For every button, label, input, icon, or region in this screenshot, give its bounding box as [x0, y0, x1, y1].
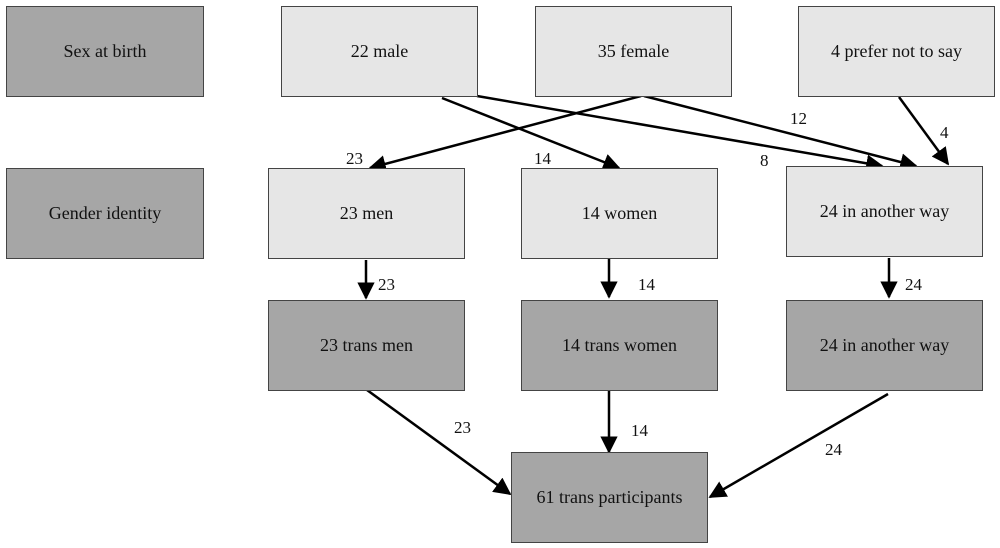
- box-female: 35 female: [535, 6, 732, 97]
- arrow-male-to-women: [441, 96, 621, 171]
- label-women-to-trans-women: 14: [638, 275, 655, 294]
- box-men: 23 men: [268, 168, 465, 259]
- arrow-male-to-another: [476, 94, 884, 172]
- row-label-gender-identity: Gender identity: [6, 168, 204, 259]
- box-total-trans-participants: 61 trans participants: [511, 452, 708, 543]
- box-trans-men: 23 trans men: [268, 300, 465, 391]
- box-gender-another-way: 24 in another way: [786, 166, 983, 257]
- box-trans-another-way: 24 in another way: [786, 300, 983, 391]
- label-another-to-trans-another: 24: [905, 275, 922, 294]
- arrow-female-to-men: [368, 94, 642, 173]
- label-prefer-to-another: 4: [940, 123, 949, 142]
- row-label-sex-at-birth: Sex at birth: [6, 6, 204, 97]
- label-female-to-another: 12: [790, 109, 807, 128]
- label-trans-men-to-total: 23: [454, 418, 471, 437]
- box-prefer-not-to-say: 4 prefer not to say: [798, 6, 995, 97]
- label-men-to-trans-men: 23: [378, 275, 395, 294]
- box-male: 22 male: [281, 6, 478, 97]
- arrow-prefer-to-another: [897, 96, 950, 166]
- box-trans-women: 14 trans women: [521, 300, 718, 391]
- label-trans-another-to-total: 24: [825, 440, 842, 459]
- label-male-to-women: 14: [534, 149, 551, 168]
- arrow-trans-another-to-total: [708, 392, 889, 499]
- arrow-trans-men-to-total: [366, 388, 512, 496]
- arrow-female-to-another: [643, 94, 918, 171]
- box-women: 14 women: [521, 168, 718, 259]
- label-trans-women-to-total: 14: [631, 421, 648, 440]
- label-female-to-men: 23: [346, 149, 363, 168]
- label-male-to-another: 8: [760, 151, 769, 170]
